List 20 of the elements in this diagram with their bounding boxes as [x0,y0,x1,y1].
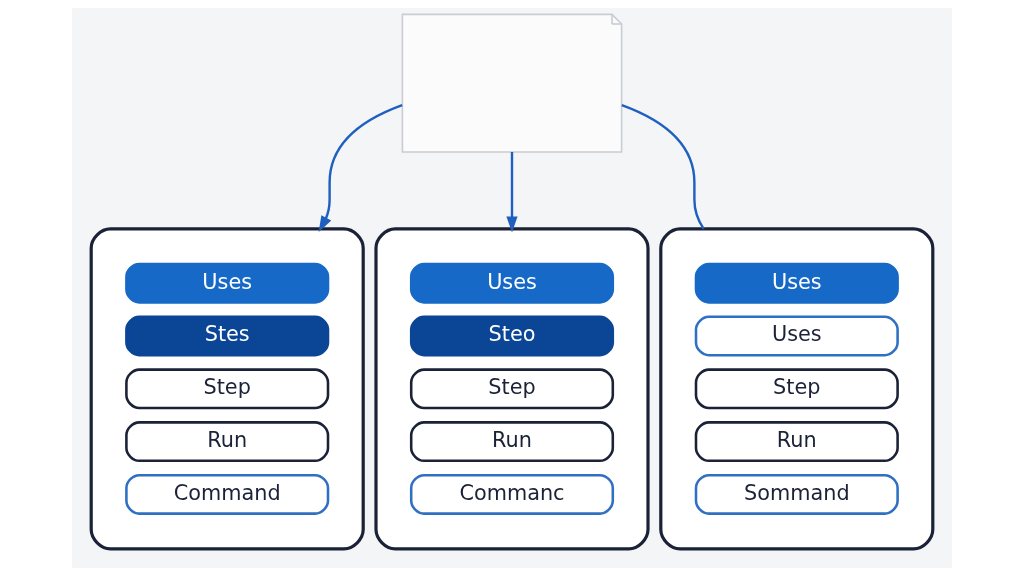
node-box: Uses [694,262,899,304]
node-box: Commanc [409,473,615,515]
node-box: Run [694,421,899,463]
node-box: Step [694,368,899,410]
node-box: Uses [125,262,330,304]
node-box: Sommand [694,473,899,515]
arrow [318,103,403,232]
connector [621,103,705,230]
node-box: Step [409,368,615,410]
node-box: Run [409,421,615,463]
node-box: Command [125,473,330,515]
node-box: Steo [409,315,615,357]
node-box: Step [125,368,330,410]
node-box: Stes [125,315,330,357]
node-box: Uses [694,315,899,357]
node-box: Uses [409,262,615,304]
cluster [374,227,650,551]
cluster [659,227,935,551]
node-box: Run [125,421,330,463]
arrow [506,152,518,233]
